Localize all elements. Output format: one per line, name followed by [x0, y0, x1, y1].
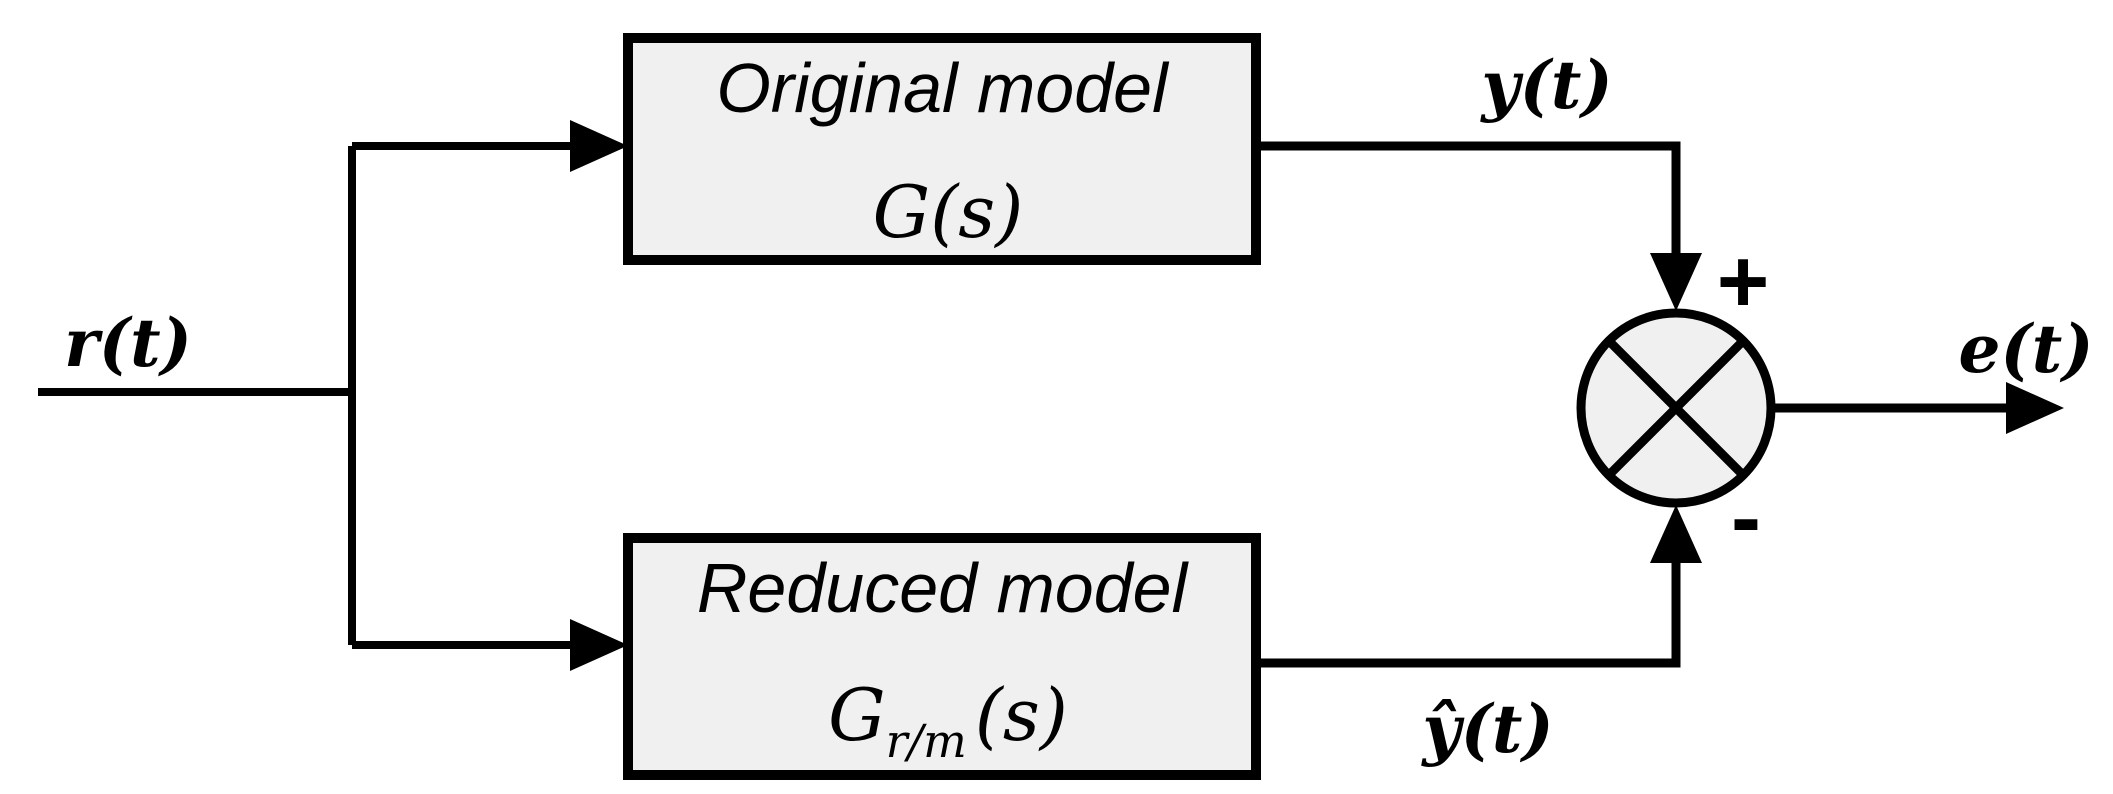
arrowhead-into-original-model — [570, 120, 628, 172]
original-model-box — [623, 33, 1261, 265]
reduced-formula-subscript: r/m — [886, 714, 967, 768]
error-signal-label: e(t) — [1959, 310, 2094, 388]
original-model-block: Original model G(s) — [623, 33, 1261, 265]
reduced-formula-args: (s) — [975, 673, 1068, 757]
reduced-model-box — [623, 533, 1261, 780]
top-output-wire — [1256, 141, 1681, 260]
arrowhead-plus-input — [1650, 253, 1702, 311]
reduced-model-block: Reduced model Gr/m(s) — [623, 533, 1261, 780]
top-output-signal-label: y(t) — [1479, 46, 1612, 124]
minus-sign-label: - — [1731, 468, 1761, 568]
reduced-model-formula: Gr/m(s) — [828, 673, 1068, 768]
arrowhead-error-output — [2006, 382, 2064, 434]
reduced-model-title: Reduced model — [697, 549, 1190, 627]
bottom-output-signal-label: ŷ(t) — [1420, 690, 1553, 768]
input-signal-label: r(t) — [64, 304, 192, 382]
summing-junction-cross-icon — [1605, 337, 1747, 479]
reduced-formula-base: G — [828, 673, 886, 757]
bottom-output-wire — [1256, 558, 1681, 668]
original-model-formula: G(s) — [873, 170, 1024, 254]
arrowhead-minus-input — [1650, 505, 1702, 563]
plus-sign-label: + — [1717, 232, 1770, 332]
summing-junction — [1576, 308, 1776, 508]
arrowhead-into-reduced-model — [570, 619, 628, 671]
original-model-title: Original model — [716, 49, 1170, 127]
